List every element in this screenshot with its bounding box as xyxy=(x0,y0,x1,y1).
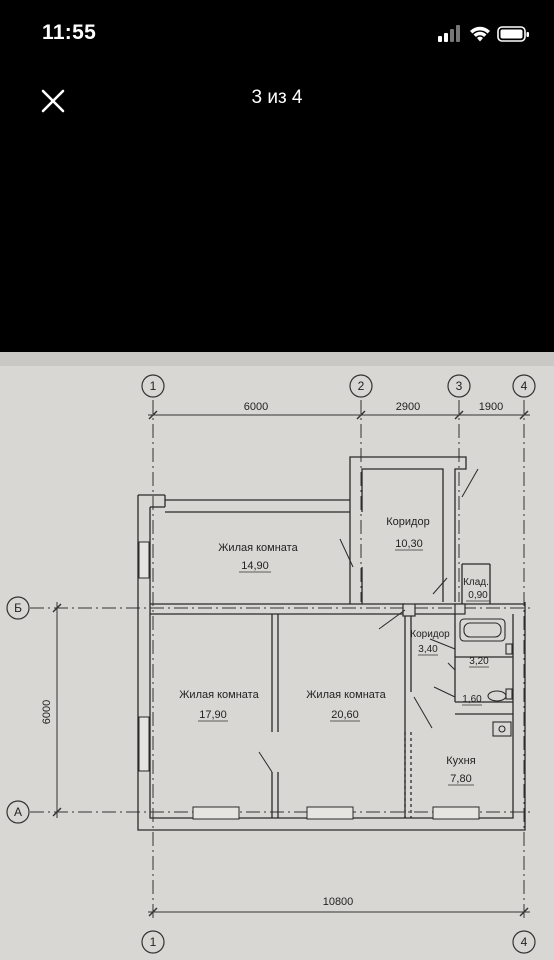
dim-1900: 1900 xyxy=(479,401,503,413)
room-living2-area: 17,90 xyxy=(199,709,227,721)
room-living3-area: 20,60 xyxy=(331,709,359,721)
close-icon[interactable] xyxy=(36,84,70,118)
room-kitchen-area: 7,80 xyxy=(450,773,471,785)
dim-6000: 6000 xyxy=(244,401,268,413)
axis-label-4: 4 xyxy=(521,379,528,393)
room-living1-area: 14,90 xyxy=(241,560,269,572)
status-icons xyxy=(438,25,529,42)
room-corridor1-area: 10,30 xyxy=(395,538,423,550)
axis-label-a: А xyxy=(14,805,22,819)
dim-6000-vertical: 6000 xyxy=(41,700,53,724)
cellular-signal-icon xyxy=(438,25,460,42)
room-corridor2-area: 3,40 xyxy=(418,644,438,655)
room-corridor2-name: Коридор xyxy=(410,629,450,640)
room-bath-area: 3,20 xyxy=(469,656,489,667)
room-storage-area: 0,90 xyxy=(468,590,488,601)
room-storage-name: Клад. xyxy=(463,577,489,588)
axis-label-4-bottom: 4 xyxy=(521,935,528,949)
image-counter: 3 из 4 xyxy=(251,87,303,108)
axis-label-b: Б xyxy=(14,601,22,615)
battery-icon xyxy=(497,26,529,42)
room-living1-name: Жилая комната xyxy=(218,542,298,554)
floor-plan-photo[interactable]: 1 2 3 4 1 4 Б А 6000 2900 1900 10800 600… xyxy=(0,352,554,960)
status-bar: 11:55 xyxy=(0,0,554,64)
room-living3-name: Жилая комната xyxy=(306,689,386,701)
room-kitchen-name: Кухня xyxy=(446,755,475,767)
viewer-toolbar: 3 из 4 xyxy=(0,64,554,134)
axis-label-1-bottom: 1 xyxy=(150,935,157,949)
axis-label-1: 1 xyxy=(150,379,157,393)
floor-plan-drawing: 1 2 3 4 1 4 Б А 6000 2900 1900 10800 600… xyxy=(0,352,554,960)
room-living2-name: Жилая комната xyxy=(179,689,259,701)
room-corridor1-name: Коридор xyxy=(386,516,429,528)
dim-2900: 2900 xyxy=(396,401,420,413)
status-time: 11:55 xyxy=(42,21,97,44)
axis-label-2: 2 xyxy=(358,379,365,393)
wifi-icon xyxy=(470,26,490,42)
room-wc-area: 1,60 xyxy=(462,694,482,705)
axis-label-3: 3 xyxy=(456,379,463,393)
dim-10800: 10800 xyxy=(323,896,354,908)
